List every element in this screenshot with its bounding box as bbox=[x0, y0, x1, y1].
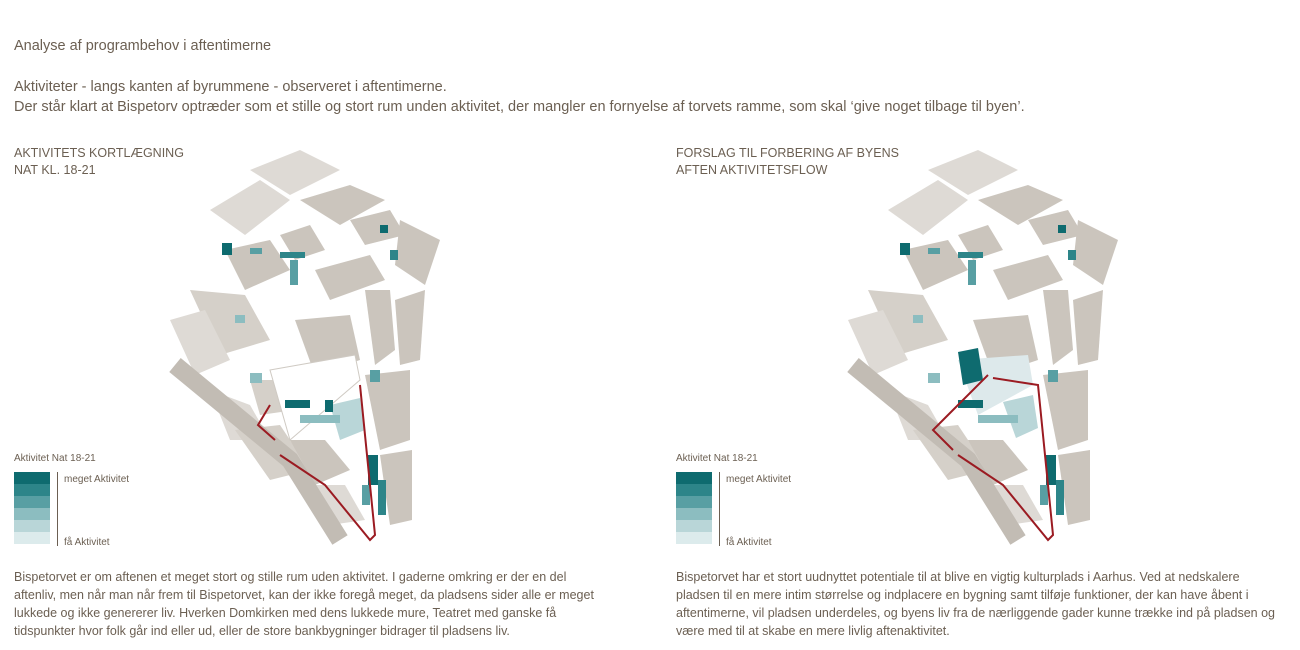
waterfront-road bbox=[847, 358, 1026, 545]
subtitle-line-1: Aktiviteter - langs kanten af byrummene … bbox=[14, 79, 447, 95]
left-description-line-4: tidspunkter hvor folk går ind eller ud, … bbox=[14, 624, 510, 638]
left-heading-line-2: NAT KL. 18-21 bbox=[14, 163, 96, 177]
legend-swatch-5 bbox=[14, 520, 50, 532]
legend-swatch-3 bbox=[676, 496, 712, 508]
left-activity-map bbox=[169, 150, 440, 545]
new-building bbox=[958, 348, 983, 385]
legend-swatch-2 bbox=[14, 484, 50, 496]
right-legend-line bbox=[719, 472, 720, 546]
waterfront-road bbox=[169, 358, 348, 545]
legend-swatch-4 bbox=[676, 508, 712, 520]
legend-swatch-6 bbox=[676, 532, 712, 544]
flow-arrows bbox=[256, 384, 377, 542]
page-title: Analyse af programbehov i aftentimerne bbox=[14, 38, 272, 54]
subtitle-line-2: Der står klart at Bispetorv optræder som… bbox=[14, 99, 1025, 115]
right-description-line-1: Bispetorvet har et stort uudnyttet poten… bbox=[676, 570, 1240, 584]
legend-swatch-1 bbox=[14, 472, 50, 484]
legend-swatch-3 bbox=[14, 496, 50, 508]
left-description-line-2: aftenliv, men når man når frem til Bispe… bbox=[14, 588, 594, 602]
activity-markers bbox=[222, 225, 398, 515]
flow-arrows bbox=[931, 374, 1055, 542]
right-heading: FORSLAG TIL FORBERING AF BYENS AFTEN AKT… bbox=[676, 145, 899, 179]
left-legend-low: få Aktivitet bbox=[64, 537, 110, 548]
legend-swatch-2 bbox=[676, 484, 712, 496]
theatre-building bbox=[330, 398, 365, 440]
right-activity-map bbox=[847, 150, 1118, 545]
left-legend-high: meget Aktivitet bbox=[64, 474, 130, 485]
right-description-line-4: være med til at skabe en mere livlig aft… bbox=[676, 624, 950, 638]
right-description-line-2: pladsen til en mere intim størrelse og i… bbox=[676, 588, 1249, 602]
right-heading-line-1: FORSLAG TIL FORBERING AF BYENS bbox=[676, 146, 899, 160]
bispetorv-square bbox=[269, 354, 361, 441]
legend-swatch-1 bbox=[676, 472, 712, 484]
left-heading-line-1: AKTIVITETS KORTLÆGNING bbox=[14, 146, 184, 160]
right-description: Bispetorvet har et stort uudnyttet poten… bbox=[676, 568, 1291, 640]
right-legend-scale bbox=[676, 472, 712, 544]
activity-markers bbox=[900, 225, 1076, 515]
right-legend-title: Aktivitet Nat 18-21 bbox=[676, 453, 758, 464]
left-legend-title: Aktivitet Nat 18-21 bbox=[14, 453, 96, 464]
left-legend-scale bbox=[14, 472, 50, 544]
right-legend-low: få Aktivitet bbox=[726, 537, 772, 548]
legend-swatch-6 bbox=[14, 532, 50, 544]
right-legend-high: meget Aktivitet bbox=[726, 474, 792, 485]
right-heading-line-2: AFTEN AKTIVITETSFLOW bbox=[676, 163, 828, 177]
theatre-building bbox=[1003, 395, 1038, 438]
left-description-line-1: Bispetorvet er om aftenen et meget stort… bbox=[14, 570, 567, 584]
legend-swatch-4 bbox=[14, 508, 50, 520]
right-description-line-3: aftentimerne, vil pladsen underdeles, og… bbox=[676, 606, 1275, 620]
left-legend-line bbox=[57, 472, 58, 546]
left-description: Bispetorvet er om aftenen et meget stort… bbox=[14, 568, 634, 640]
legend-swatch-5 bbox=[676, 520, 712, 532]
left-description-line-3: lukkede og ikke genererer liv. Hverken D… bbox=[14, 606, 557, 620]
left-heading: AKTIVITETS KORTLÆGNING NAT KL. 18-21 bbox=[14, 145, 184, 179]
